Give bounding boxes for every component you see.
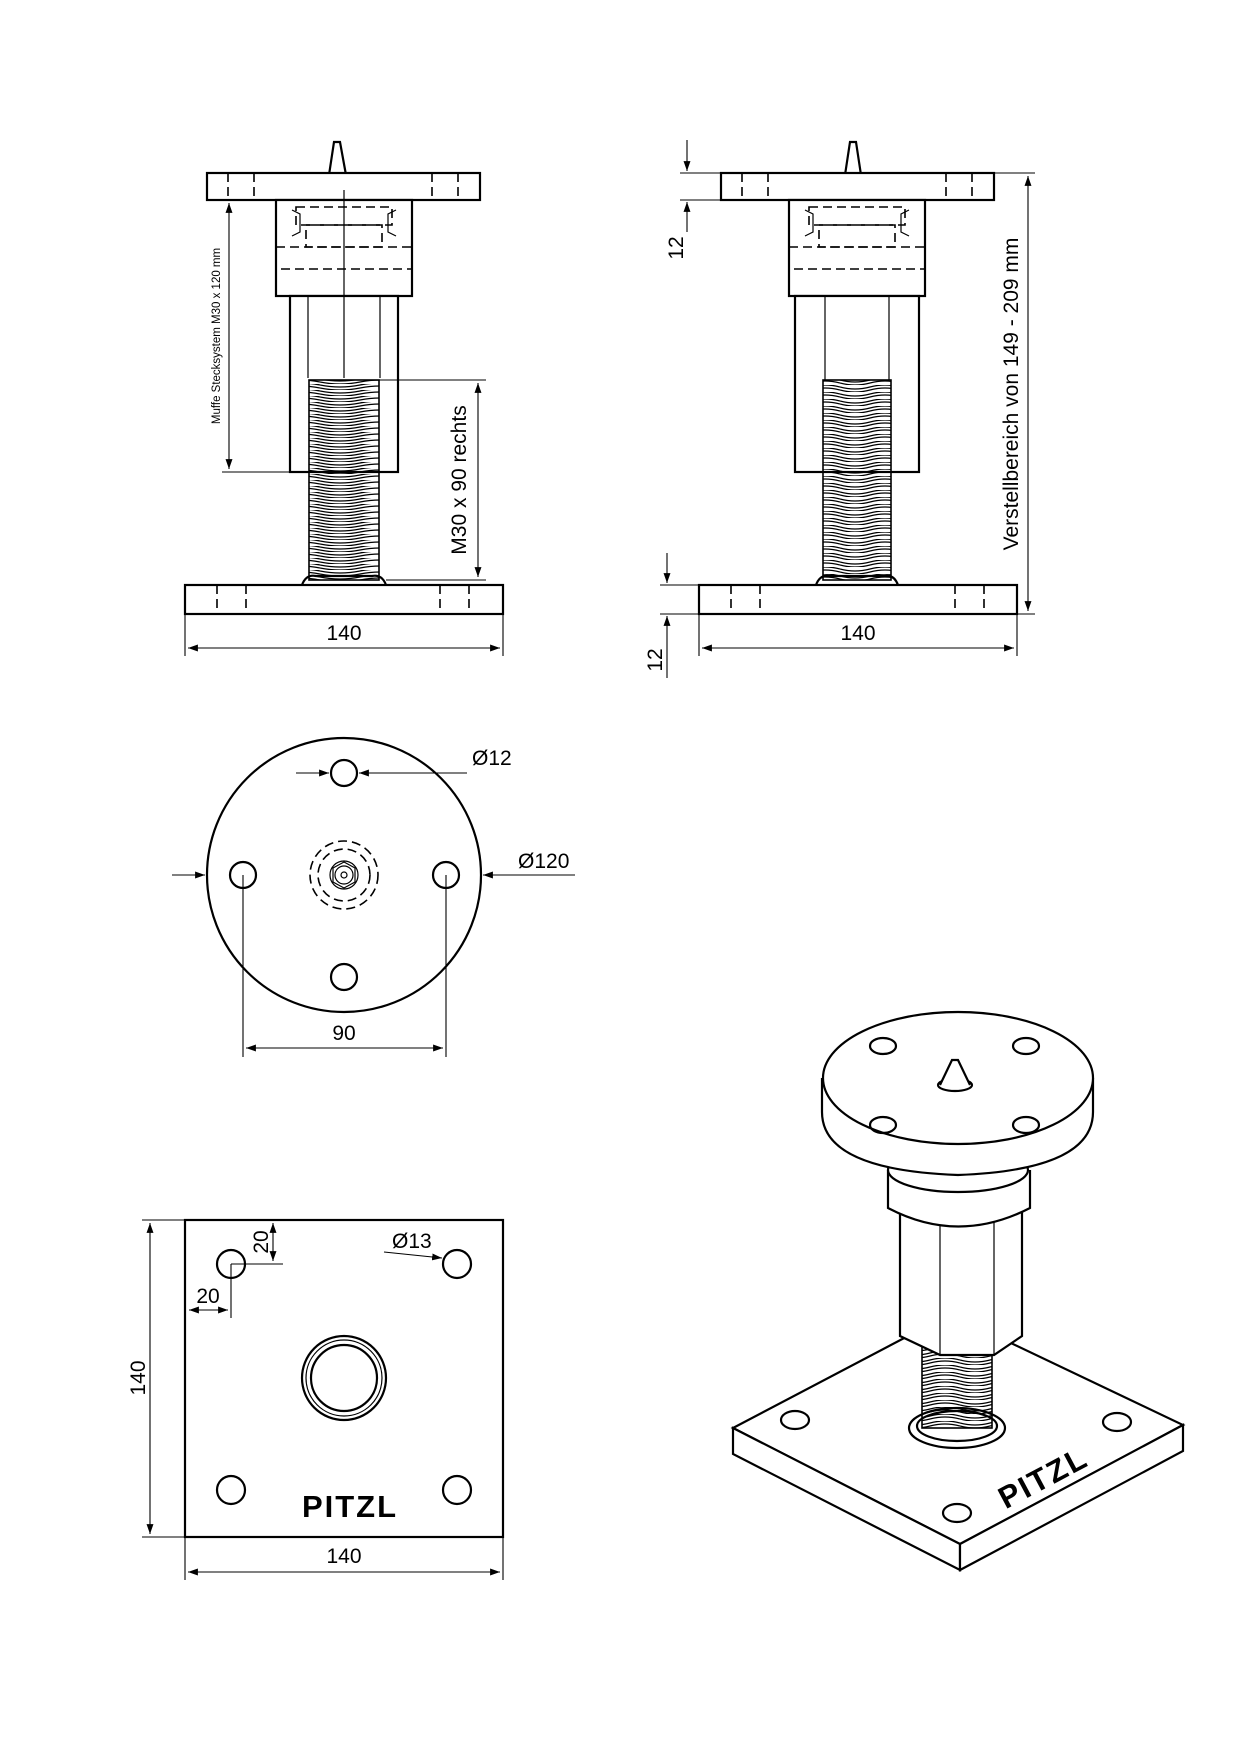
side-spike — [843, 140, 863, 176]
base-offset-y-label: 20 — [250, 1230, 273, 1253]
iso-top-hole — [1011, 1036, 1041, 1056]
top-plate-diameter-label: Ø120 — [518, 850, 569, 873]
base-width-label: 140 — [326, 1545, 361, 1568]
iso-top-hole — [1011, 1115, 1041, 1135]
base-plate-center-ring — [300, 1334, 388, 1422]
base-plate-hole — [215, 1474, 247, 1506]
iso-top-hole — [868, 1036, 898, 1056]
base-plate-hole — [441, 1248, 473, 1280]
side-view: 12 12 Verstellbereich von 149 - 209 mm 1… — [644, 140, 1035, 678]
top-plate-circle — [205, 736, 483, 1014]
iso-base-hole — [941, 1502, 973, 1524]
front-socket-label: Muffe Stecksystem M30 x 120 mm — [211, 248, 223, 424]
front-base-plate — [183, 583, 505, 616]
base-plate-brand-mark: PITZL — [302, 1489, 398, 1524]
top-plate-hole — [329, 758, 359, 788]
isometric-view: PITZL — [730, 1010, 1186, 1572]
base-plate-view: PITZL 140 140 20 20 Ø13 — [127, 1218, 505, 1580]
base-height-label: 140 — [127, 1360, 150, 1395]
top-plate-hole — [329, 962, 359, 992]
top-hole-spacing-label: 90 — [332, 1022, 355, 1045]
iso-base-hole — [1101, 1411, 1133, 1433]
iso-base-hole — [779, 1409, 811, 1431]
side-top-thickness-label: 12 — [665, 236, 688, 259]
front-spike — [327, 140, 348, 176]
top-hole-diameter-label: Ø12 — [472, 747, 512, 770]
front-threaded-rod — [308, 379, 380, 581]
iso-spike — [939, 1058, 971, 1086]
base-plate-square — [183, 1218, 505, 1539]
front-thread-label: M30 x 90 rechts — [448, 405, 471, 554]
front-view: Muffe Stecksystem M30 x 120 mm M30 x 90 … — [183, 140, 505, 656]
side-base-plate — [697, 583, 1019, 616]
side-threaded-rod — [822, 379, 892, 581]
iso-sleeve — [898, 1208, 1024, 1357]
side-adjustment-label: Verstellbereich von 149 - 209 mm — [1000, 238, 1023, 551]
iso-top-hole — [868, 1115, 898, 1135]
base-offset-x-label: 20 — [196, 1285, 219, 1308]
side-base-thickness-label: 12 — [644, 648, 667, 671]
side-top-plate — [719, 171, 996, 202]
base-plate-hole — [441, 1474, 473, 1506]
side-base-width-label: 140 — [840, 622, 875, 645]
base-hole-diameter-label: Ø13 — [392, 1230, 432, 1253]
iso-base-plate-side — [958, 1423, 1185, 1572]
front-base-width-label: 140 — [326, 622, 361, 645]
top-plate-view: Ø12 Ø120 90 — [172, 736, 575, 1057]
